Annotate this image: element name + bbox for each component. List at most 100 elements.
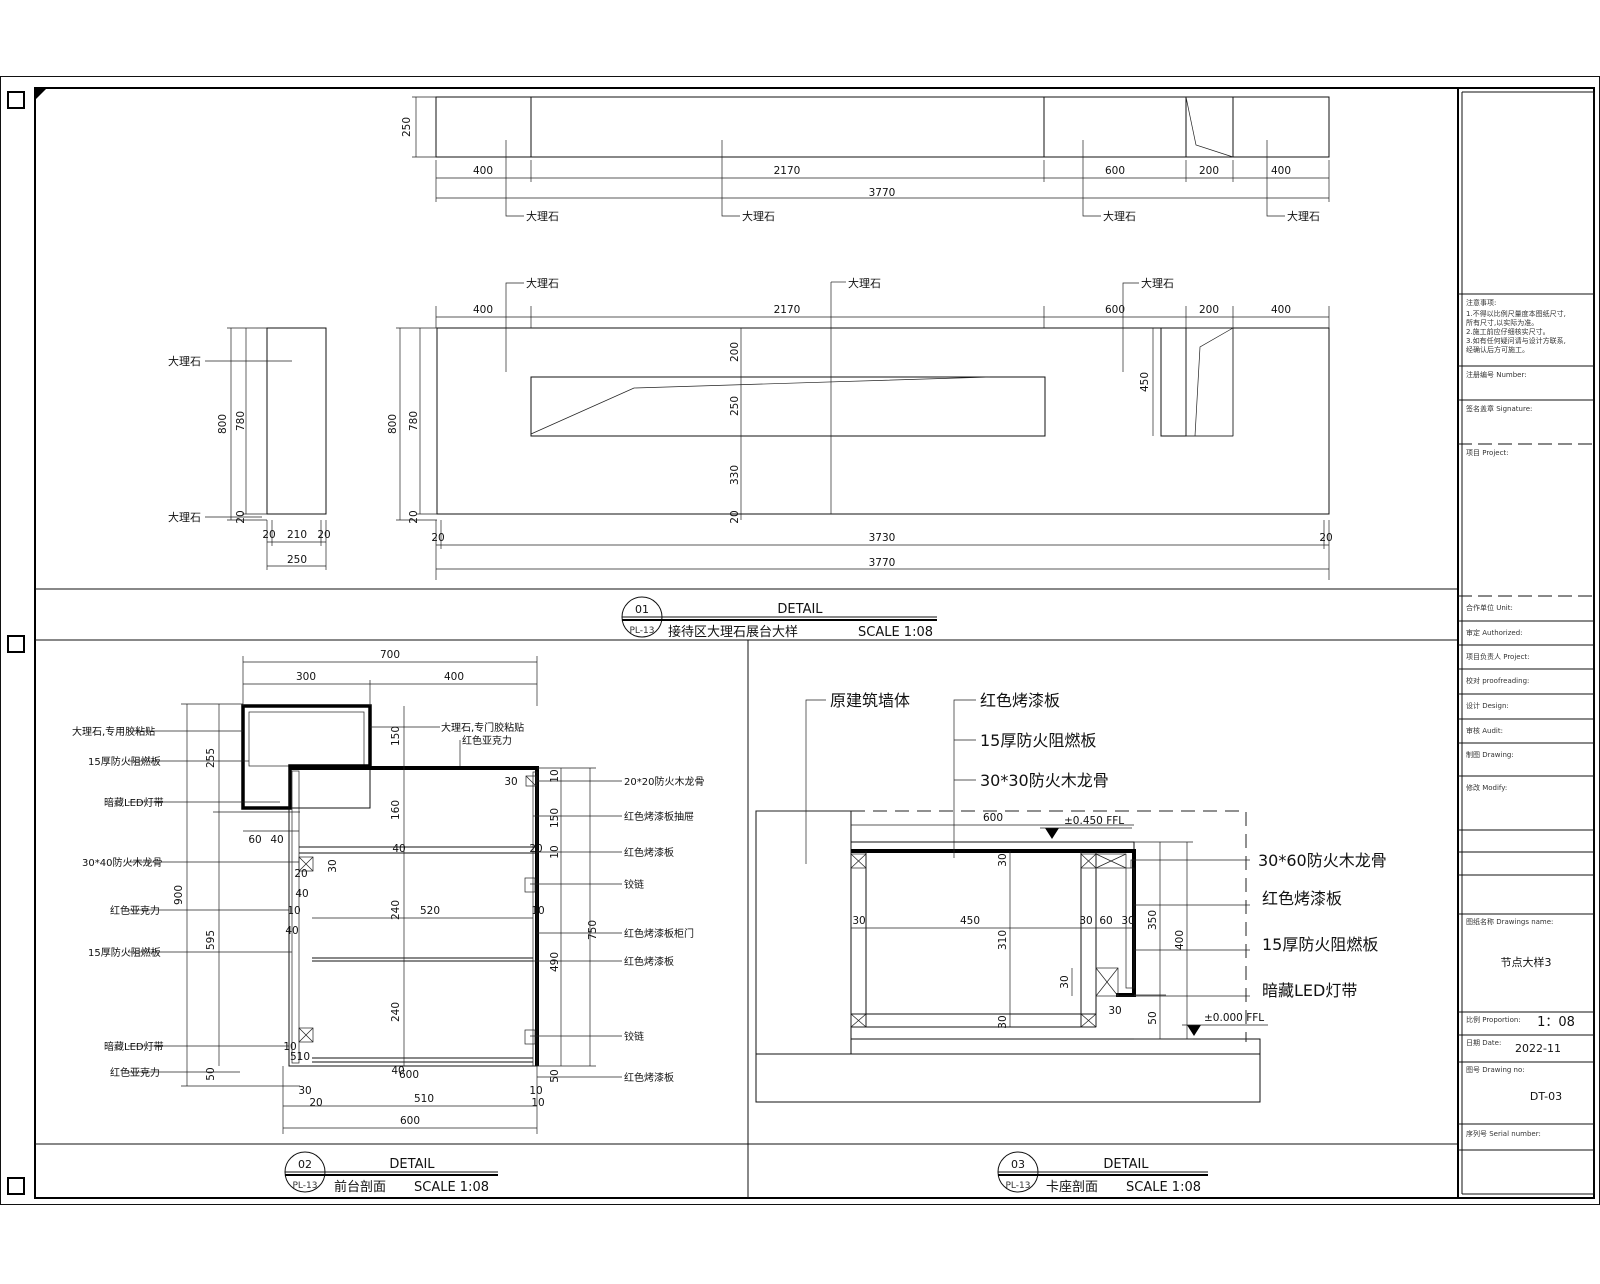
dim-text: 40 bbox=[285, 925, 298, 937]
dim-text: 20 bbox=[431, 532, 444, 544]
detail-scale: SCALE 1:08 bbox=[414, 1180, 489, 1195]
proportion-value: 1：08 bbox=[1537, 1015, 1575, 1030]
dim-text: 20 bbox=[1319, 532, 1332, 544]
dim-text: 10 bbox=[529, 1085, 542, 1097]
material-label: 30*30防火木龙骨 bbox=[980, 771, 1109, 790]
dim-text: 3730 bbox=[869, 532, 896, 544]
material-label: 红色烤漆板抽屉 bbox=[624, 810, 694, 823]
dim-text: 20 bbox=[729, 510, 741, 523]
dim-text: 50 bbox=[205, 1067, 217, 1080]
material-label: 15厚防火阻燃板 bbox=[88, 946, 161, 959]
dim-text: 20 bbox=[408, 510, 420, 523]
material-label: 大理石,专用胶粘贴 bbox=[72, 725, 155, 738]
material-label: 红色烤漆板 bbox=[624, 955, 674, 968]
level-mark: ±0.000 FFL bbox=[1204, 1012, 1264, 1024]
row-label: 项目负责人 Project: bbox=[1466, 652, 1530, 661]
note-line: 3.如有任何疑问请与设计方联系, bbox=[1466, 336, 1566, 345]
title-block: 注意事项: 1.不得以比例尺量度本图纸尺寸, 所有尺寸,以实际为准。 2.施工前… bbox=[1458, 91, 1595, 1195]
dim-text: 330 bbox=[729, 465, 741, 485]
dim-text: 520 bbox=[420, 905, 440, 917]
material-label: 大理石 bbox=[742, 209, 775, 223]
dim-text: 510 bbox=[414, 1093, 434, 1105]
dim-text: 490 bbox=[549, 952, 561, 972]
dim-text: 300 bbox=[296, 671, 316, 683]
material-label: 20*20防火木龙骨 bbox=[624, 775, 704, 788]
detail-title: 前台剖面 bbox=[334, 1179, 386, 1195]
dim-text: 800 bbox=[217, 414, 229, 434]
binding-mark bbox=[7, 91, 25, 109]
dim-text: 10 bbox=[549, 769, 561, 782]
material-label: 暗藏LED灯带 bbox=[104, 1040, 164, 1053]
dim-text: 600 bbox=[399, 1069, 419, 1081]
dim-text: 250 bbox=[287, 554, 307, 566]
dim-text: 800 bbox=[387, 414, 399, 434]
detail-label: DETAIL bbox=[1103, 1157, 1149, 1172]
material-label: 红色烤漆板 bbox=[624, 846, 674, 859]
dim-text: 150 bbox=[549, 808, 561, 828]
dim-text: 600 bbox=[400, 1115, 420, 1127]
dim-text: 400 bbox=[1271, 304, 1291, 316]
detail-label: DETAIL bbox=[777, 602, 823, 617]
row-label: 审定 Authorized: bbox=[1466, 628, 1523, 637]
dim-text: 2170 bbox=[774, 304, 801, 316]
dim-text: 200 bbox=[1199, 304, 1219, 316]
inner-frame bbox=[34, 87, 1595, 1199]
material-label: 铰链 bbox=[624, 1030, 644, 1043]
drawing-name-label: 图纸名称 Drawings name: bbox=[1466, 917, 1553, 926]
dim-text: 350 bbox=[1147, 910, 1159, 930]
dim-text: 595 bbox=[205, 930, 217, 950]
dim-text: 450 bbox=[960, 915, 980, 927]
dim-text: 160 bbox=[390, 800, 402, 820]
drawing-name: 节点大样3 bbox=[1501, 955, 1552, 969]
detail-03-title: 03 PL-13 DETAIL 卡座剖面 SCALE 1:08 bbox=[997, 1151, 1208, 1195]
dim-text: 780 bbox=[235, 411, 247, 431]
dim-text: 210 bbox=[287, 529, 307, 541]
dim-text: 700 bbox=[380, 649, 400, 661]
sheet-ref: PL-13 bbox=[1006, 1181, 1031, 1191]
material-label: 大理石 bbox=[1103, 209, 1136, 223]
dim-text: 40 bbox=[295, 888, 308, 900]
dim-text: 200 bbox=[729, 342, 741, 362]
row-label: 审核 Audit: bbox=[1466, 726, 1503, 735]
detail-label: DETAIL bbox=[389, 1157, 435, 1172]
dim-text: 20 bbox=[317, 529, 330, 541]
dim-text: 30 bbox=[1108, 1005, 1121, 1017]
note-line: 所有尺寸,以实际为准。 bbox=[1466, 318, 1538, 327]
row-label: 签名盖章 Signature: bbox=[1466, 404, 1532, 413]
material-label: 大理石 bbox=[1287, 209, 1320, 223]
serial-label: 序列号 Serial number: bbox=[1466, 1129, 1541, 1138]
dim-text: 400 bbox=[473, 304, 493, 316]
material-label: 大理石 bbox=[168, 510, 201, 524]
material-label: 15厚防火阻燃板 bbox=[1262, 935, 1378, 954]
dim-text: 30 bbox=[327, 859, 339, 872]
note-line: 经确认后方可施工。 bbox=[1466, 345, 1529, 354]
dim-text: 30 bbox=[997, 1015, 1009, 1028]
material-label: 大理石 bbox=[526, 209, 559, 223]
dim-text: 30 bbox=[997, 853, 1009, 866]
dim-text: 10 bbox=[531, 1097, 544, 1109]
dim-text: 400 bbox=[1174, 930, 1186, 950]
detail-02-title: 02 PL-13 DETAIL 前台剖面 SCALE 1:08 bbox=[284, 1151, 498, 1195]
material-label: 大理石 bbox=[526, 276, 559, 290]
dim-text: 20 bbox=[262, 529, 275, 541]
row-label: 校对 proofreading: bbox=[1466, 676, 1529, 685]
dim-text: 600 bbox=[1105, 304, 1125, 316]
dim-text: 30 bbox=[504, 776, 517, 788]
dim-text: 50 bbox=[549, 1069, 561, 1082]
row-label: 注册编号 Number: bbox=[1466, 370, 1527, 379]
dim-text: 10 bbox=[283, 1041, 296, 1053]
material-label: 暗藏LED灯带 bbox=[104, 796, 164, 809]
detail-01-elevation: 800 780 20 200 250 330 20 450 400 2170 6… bbox=[387, 276, 1333, 580]
dim-text: 750 bbox=[587, 920, 599, 940]
dim-text: 310 bbox=[997, 930, 1009, 950]
dim-text: 400 bbox=[1271, 165, 1291, 177]
dim-text: 40 bbox=[270, 834, 283, 846]
detail-03-section: 600 30 450 30 60 30 30 310 30 30 30 350 … bbox=[755, 691, 1387, 1103]
dim-text: 400 bbox=[473, 165, 493, 177]
sheet-ref: PL-13 bbox=[630, 626, 655, 636]
material-label: 红色亚克力 bbox=[110, 904, 160, 917]
dim-text: 60 bbox=[248, 834, 261, 846]
detail-number: 01 bbox=[635, 603, 649, 616]
row-label: 修改 Modify: bbox=[1466, 783, 1507, 792]
